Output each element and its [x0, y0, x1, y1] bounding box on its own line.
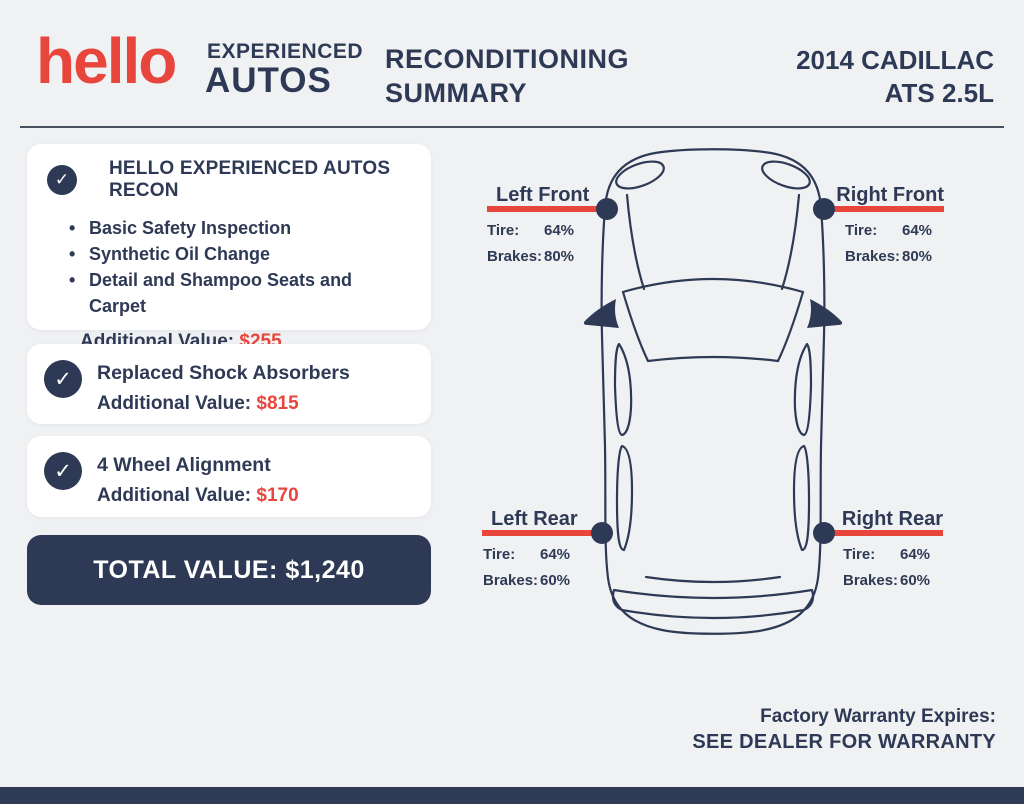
brakes-label: Brakes:: [487, 248, 543, 265]
a-pillar-right: [776, 290, 805, 363]
recon-card-alignment: ✓ 4 Wheel Alignment Additional Value: $1…: [27, 436, 431, 517]
recon-item: Basic Safety Inspection: [69, 215, 413, 241]
window-front-left: [613, 342, 633, 437]
brakes-value: 60%: [540, 572, 571, 589]
rear-bumper: [611, 588, 815, 620]
rear-window: [644, 575, 782, 584]
recon-card-title: HELLO EXPERIENCED AUTOS RECON: [109, 158, 391, 201]
brakes-label: Brakes:: [483, 572, 539, 589]
additional-value-label: Additional Value:: [97, 393, 252, 414]
recon-card-shocks: ✓ Replaced Shock Absorbers Additional Va…: [27, 344, 431, 424]
car-top-view-diagram: [583, 148, 843, 635]
tire-label: Tire:: [843, 546, 876, 563]
tire-value: 64%: [900, 546, 931, 563]
wheel-marker-left-rear: [591, 522, 613, 544]
wheel-stats-left-rear: Tire: 64% Brakes:60%: [483, 546, 570, 598]
pointer-line-right-front: [825, 206, 944, 212]
tire-label: Tire:: [845, 222, 878, 239]
recon-card-main: ✓ HELLO EXPERIENCED AUTOS RECON Basic Sa…: [27, 144, 431, 352]
a-pillar-left: [621, 290, 650, 363]
pointer-line-right-rear: [825, 530, 943, 536]
recon-card-title: 4 Wheel Alignment: [97, 454, 271, 476]
recon-item: Detail and Shampoo Seats and Carpet: [69, 267, 413, 319]
warranty-line2: SEE DEALER FOR WARRANTY: [692, 731, 996, 753]
window-rear-left: [615, 444, 634, 552]
additional-value: Additional Value: $815: [97, 393, 350, 415]
wheel-label-left-front: Left Front: [496, 184, 590, 206]
page-title-line2: SUMMARY: [385, 78, 527, 108]
page-title: RECONDITIONING SUMMARY: [385, 42, 629, 110]
check-icon: ✓: [44, 452, 82, 490]
brakes-label: Brakes:: [845, 248, 901, 265]
header-divider: [20, 126, 1004, 128]
additional-value: Additional Value: $170: [97, 485, 299, 507]
wheel-stats-right-front: Tire: 64% Brakes:80%: [845, 222, 932, 274]
pointer-line-left-front: [487, 206, 607, 212]
vehicle-line1: 2014 CADILLAC: [796, 45, 994, 75]
vehicle-name: 2014 CADILLAC ATS 2.5L: [796, 44, 994, 110]
mirror-right: [807, 299, 843, 328]
brakes-value: 80%: [902, 248, 933, 265]
wheel-label-left-rear: Left Rear: [491, 508, 578, 530]
wheel-label-right-rear: Right Rear: [841, 508, 943, 530]
recon-card-title: Replaced Shock Absorbers: [97, 362, 350, 384]
page-title-line1: RECONDITIONING: [385, 44, 630, 74]
brakes-value: 60%: [900, 572, 931, 589]
total-value-banner: TOTAL VALUE: $1,240: [27, 535, 431, 605]
check-icon: ✓: [44, 360, 82, 398]
pointer-line-left-rear: [482, 530, 602, 536]
brand-logo-autos: AUTOS: [205, 61, 332, 100]
roof-line: [646, 355, 780, 363]
window-front-right: [793, 342, 813, 437]
bottom-accent-bar: [0, 787, 1024, 804]
tire-value: 64%: [902, 222, 933, 239]
brand-logo-experienced: EXPERIENCED: [207, 40, 364, 63]
warranty-line1: Factory Warranty Expires:: [760, 706, 996, 727]
tire-label: Tire:: [487, 222, 520, 239]
headlight-right: [761, 160, 811, 190]
brand-logo-hello: hello: [36, 25, 177, 97]
hood-line-right: [780, 193, 801, 291]
tire-value: 64%: [544, 222, 575, 239]
vehicle-line2: ATS 2.5L: [884, 78, 994, 108]
tire-value: 64%: [540, 546, 571, 563]
additional-value-amount: $815: [256, 393, 299, 414]
additional-value-amount: $170: [256, 485, 299, 506]
car-body-outline: [600, 148, 826, 635]
wheel-marker-right-front: [813, 198, 835, 220]
warranty-note: Factory Warranty Expires: SEE DEALER FOR…: [692, 704, 996, 755]
brakes-label: Brakes:: [843, 572, 899, 589]
window-rear-right: [792, 444, 811, 552]
wheel-marker-left-front: [596, 198, 618, 220]
recon-item-list: Basic Safety Inspection Synthetic Oil Ch…: [47, 215, 413, 319]
total-value-label: TOTAL VALUE: $1,240: [93, 555, 365, 584]
mirror-left: [583, 299, 619, 328]
brakes-value: 80%: [544, 248, 575, 265]
windshield: [621, 277, 805, 294]
headlight-left: [615, 160, 665, 190]
hood-line-left: [625, 193, 646, 291]
wheel-stats-left-front: Tire: 64% Brakes:80%: [487, 222, 574, 274]
recon-item: Synthetic Oil Change: [69, 241, 413, 267]
additional-value-label: Additional Value:: [97, 485, 252, 506]
tire-label: Tire:: [483, 546, 516, 563]
wheel-marker-right-rear: [813, 522, 835, 544]
wheel-label-right-front: Right Front: [836, 184, 944, 206]
wheel-stats-right-rear: Tire: 64% Brakes:60%: [843, 546, 930, 598]
check-icon: ✓: [47, 165, 77, 195]
